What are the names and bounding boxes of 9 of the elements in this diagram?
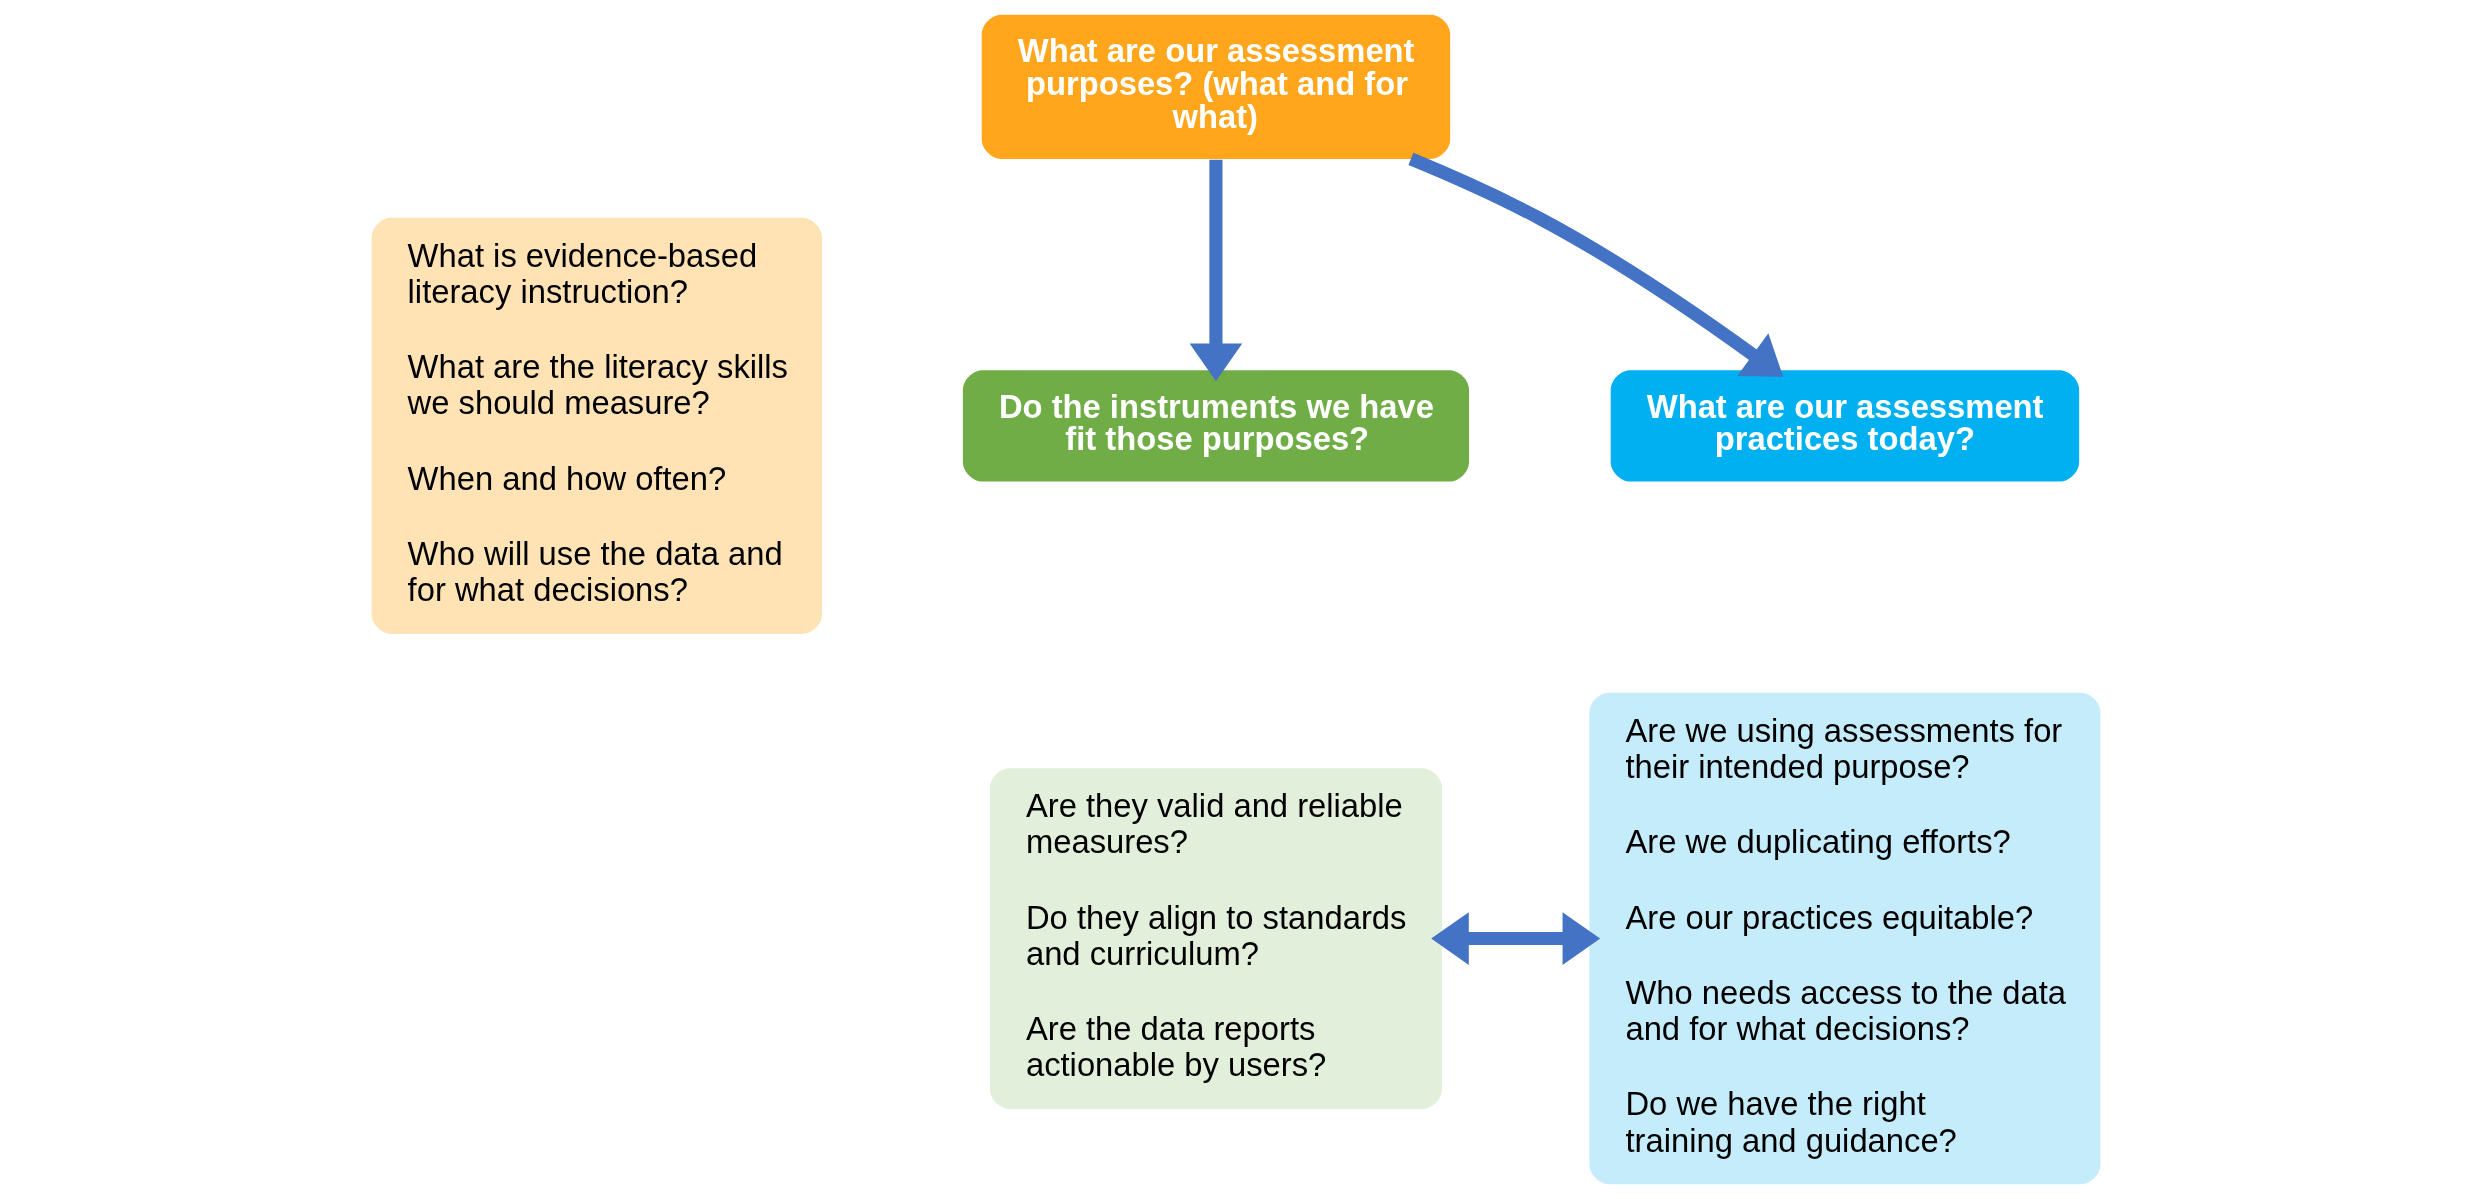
node-box: What is evidence-based literacy instruction? What are the literacy skills we should measure? When and how often? Who will use the data and for what decisions?	[371, 217, 822, 634]
node-box: What are our assessment practices today?	[1610, 370, 2079, 482]
arrow	[1407, 152, 1783, 377]
node-box: What are our assessment purposes? (what and for what)	[981, 14, 1450, 159]
node-box: Do the instruments we have fit those purposes?	[962, 370, 1469, 482]
node-box: Are we using assessments for their intended purpose? Are we duplicating efforts? Are our practices equitable? Who needs access to the data and for what decisions? Do we have the right training and guidance?	[1588, 692, 2100, 1185]
node-box: Are they valid and reliable measures? Do they align to standards and curriculum? Are the data reports actionable by users?	[989, 768, 1442, 1109]
arrow	[1430, 912, 1600, 965]
arrow	[1189, 159, 1242, 382]
